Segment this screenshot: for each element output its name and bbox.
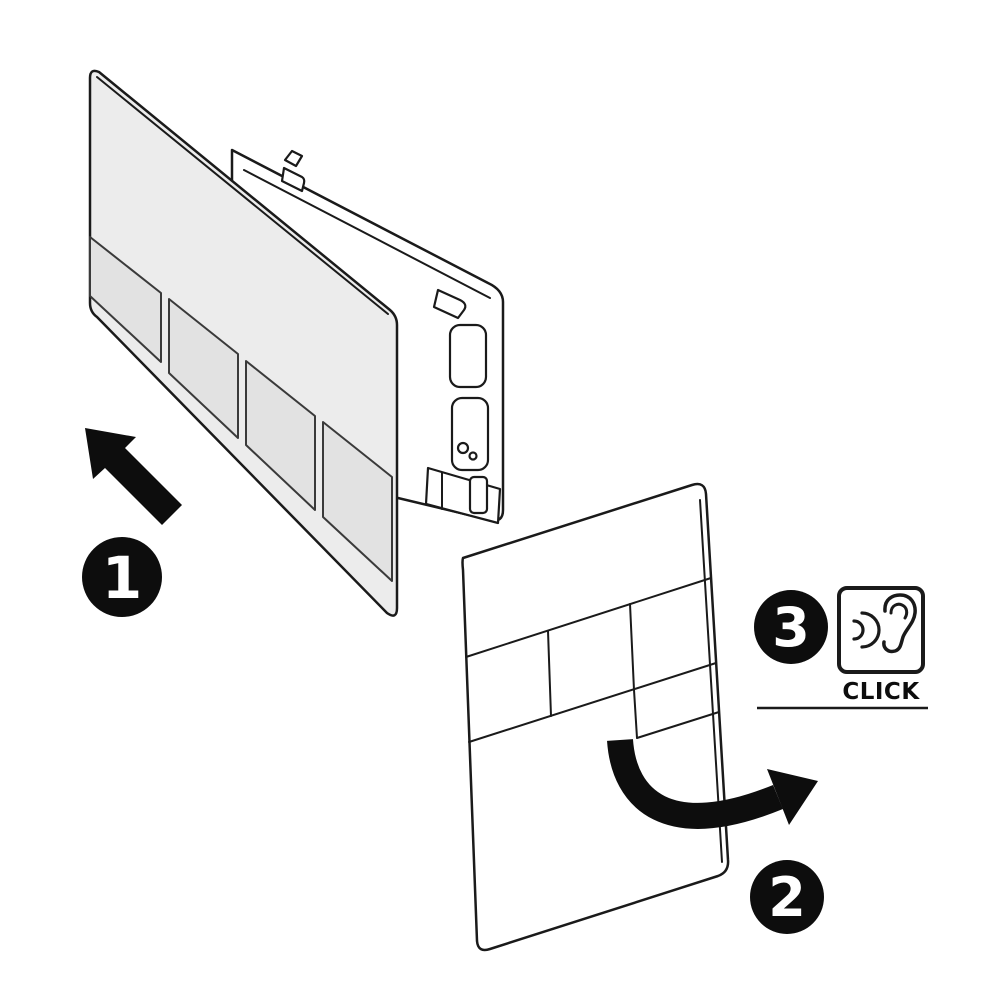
flush-button-tile <box>245 360 316 511</box>
second-panel-band-bottom <box>468 662 717 743</box>
sound-wave-large <box>860 611 881 649</box>
sound-wave-small <box>852 619 865 641</box>
flush-plate-panel <box>88 69 399 617</box>
second-panel <box>461 482 730 952</box>
frame-top-clip <box>283 149 304 168</box>
flush-button-tile <box>322 421 393 582</box>
flush-plate-face <box>88 69 399 617</box>
frame-hook <box>432 288 467 320</box>
ear-outline <box>882 593 917 654</box>
second-panel-band-top <box>465 577 712 658</box>
step-1-circle <box>82 537 162 617</box>
step-1-label: 1 <box>102 544 142 612</box>
frame-rail-upper <box>448 323 488 389</box>
flush-button-tile <box>89 236 162 363</box>
step-3-badge: 3 <box>754 590 828 664</box>
flush-button-row <box>89 236 393 582</box>
arrow-up-left-icon <box>85 428 182 525</box>
step-1-badge: 1 <box>82 537 162 617</box>
step-2-badge: 2 <box>750 860 824 934</box>
step-3-label: 3 <box>772 596 810 659</box>
second-panel-face <box>461 482 730 952</box>
ear-sound-icon <box>837 586 925 674</box>
step-2-label: 2 <box>768 866 806 929</box>
ear-sound-icon-frame <box>837 586 925 674</box>
rotate-arrow-icon <box>607 738 818 829</box>
frame-screw-small <box>468 451 478 461</box>
frame-screw <box>456 441 470 455</box>
click-label: CLICK <box>842 679 920 705</box>
ear-inner-curve <box>889 602 909 620</box>
step-2-circle <box>750 860 824 934</box>
flush-button-tile <box>168 298 239 439</box>
step-3-circle <box>754 590 828 664</box>
